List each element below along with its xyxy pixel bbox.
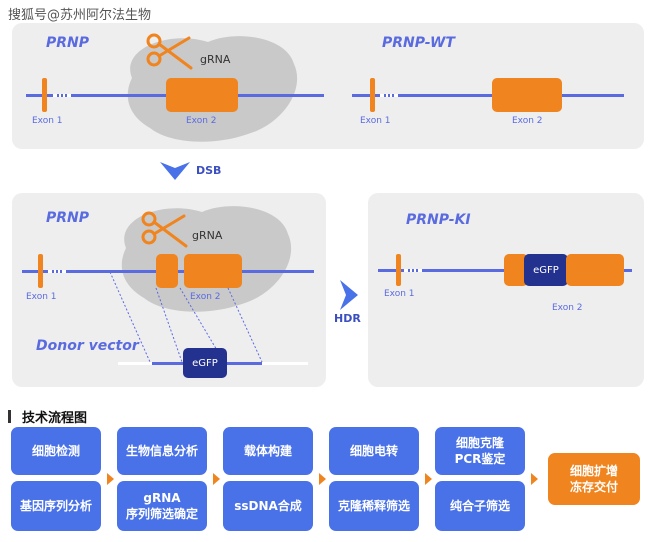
gene-break-dots-2: [52, 270, 63, 273]
flow-arrow-5: [531, 473, 538, 485]
step-gene-sequence-analysis: 基因序列分析: [11, 481, 101, 531]
exon-1-b: [38, 254, 43, 288]
step-expansion-delivery: 细胞扩增 冻存交付: [548, 453, 640, 505]
exon-1-label-b: Exon 1: [26, 292, 57, 302]
step-vector-construction: 载体构建: [223, 427, 313, 475]
panel-prnp-donor-title: PRNP: [46, 210, 90, 226]
flow-arrow-2: [213, 473, 220, 485]
hdr-arrow-icon: [340, 280, 358, 310]
ki-egfp: eGFP: [524, 254, 568, 286]
step-grna-screening-line1: gRNA: [143, 491, 181, 505]
exon-2-right-b: [184, 254, 242, 288]
exon-2-left-b: [156, 254, 178, 288]
step-expansion-line1: 细胞扩增: [569, 464, 618, 478]
watermark-text: 搜狐号@苏州阿尔法生物: [8, 8, 152, 23]
exon-2-label-b: Exon 2: [190, 292, 221, 302]
scissors-icon-2: [141, 211, 188, 248]
hdr-label: HDR: [334, 312, 361, 325]
step-clone-dilution: 克隆稀释筛选: [329, 481, 419, 531]
donor-vector-label: Donor vector: [36, 338, 139, 354]
dsb-arrow-icon: [160, 162, 190, 180]
step-homozygote-screening: 纯合子筛选: [435, 481, 525, 531]
flow-arrow-3: [319, 473, 326, 485]
ki-exon-1-label: Exon 1: [384, 289, 415, 299]
grna-label: gRNA: [200, 53, 231, 66]
step-expansion-line2: 冻存交付: [569, 480, 618, 494]
panel-prnp-ki: [368, 193, 644, 387]
panel-prnp-title: PRNP: [46, 35, 90, 51]
ki-gene-break-dots: [408, 269, 419, 272]
watermark: [0, 2, 220, 22]
wt-exon-1: [370, 78, 375, 112]
step-bioinformatics: 生物信息分析: [117, 427, 207, 475]
donor-egfp: eGFP: [183, 348, 227, 378]
exon-1-label: Exon 1: [32, 116, 63, 126]
wt-exon-1-label: Exon 1: [360, 116, 391, 126]
step-grna-screening-line2: 序列筛选确定: [125, 507, 198, 521]
wt-gene-line: [352, 94, 624, 97]
exon-1: [42, 78, 47, 112]
dsb-label: DSB: [196, 164, 222, 177]
gene-break-dots: [57, 94, 68, 97]
wt-exon-2-label: Exon 2: [512, 116, 543, 126]
exon-2: [166, 78, 238, 112]
step-grna-screening: gRNA 序列筛选确定: [117, 481, 207, 531]
step-clone-pcr: 细胞克隆 PCR鉴定: [435, 427, 525, 475]
step-clone-pcr-line1: 细胞克隆: [455, 436, 504, 450]
workflow-heading-bar: [8, 410, 11, 423]
ki-exon-2-right: [566, 254, 624, 286]
ki-exon-1: [396, 254, 401, 286]
donor-line-left: [118, 362, 154, 365]
wt-exon-2: [492, 78, 562, 112]
step-ssdna-synthesis: ssDNA合成: [223, 481, 313, 531]
exon-2-label: Exon 2: [186, 116, 217, 126]
panel-prnp-ki-title: PRNP-KI: [406, 212, 471, 228]
step-clone-pcr-line2: PCR鉴定: [454, 452, 506, 466]
scissors-icon: [146, 33, 193, 70]
flow-arrow-4: [425, 473, 432, 485]
flow-arrow-1: [107, 473, 114, 485]
donor-line-right: [262, 362, 308, 365]
panel-prnp-wt-title: PRNP-WT: [382, 35, 455, 51]
step-cell-detection: 细胞检测: [11, 427, 101, 475]
grna-label-2: gRNA: [192, 229, 223, 242]
homology-arms: [109, 271, 263, 363]
ki-exon-2-label: Exon 2: [552, 303, 583, 313]
step-electroporation: 细胞电转: [329, 427, 419, 475]
wt-gene-break-dots: [384, 94, 395, 97]
workflow-heading: 技术流程图: [22, 411, 88, 426]
